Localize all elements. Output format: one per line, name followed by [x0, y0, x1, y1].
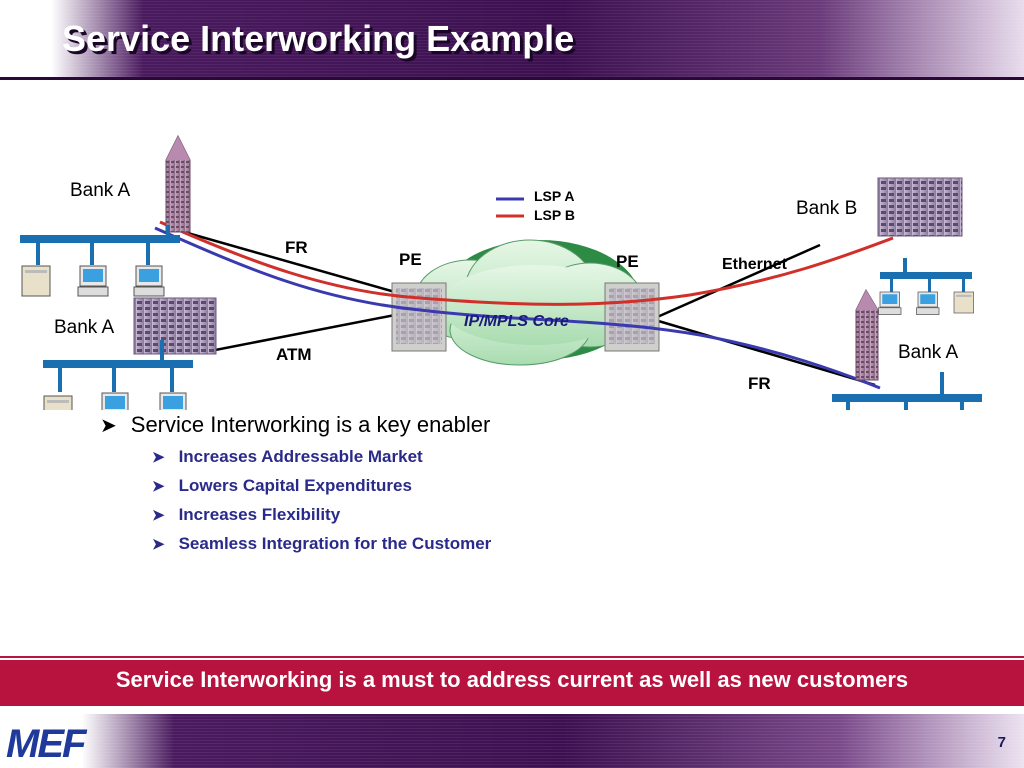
legend-lsp-b-label: LSP B: [534, 207, 575, 223]
site-bank-b: [877, 177, 974, 315]
core-label: IP/MPLS Core: [464, 313, 569, 330]
bullet-main: ➤ Service Interworking is a key enabler: [100, 412, 491, 438]
footer-bar: MEF 7: [0, 714, 1024, 768]
slide-title: Service Interworking Example: [62, 18, 575, 59]
sub-bullet: ➤ Increases Flexibility: [152, 505, 491, 525]
sub-bullet-text: Lowers Capital Expenditures: [178, 476, 412, 495]
page-number: 7: [997, 734, 1006, 751]
access-links: [169, 226, 876, 387]
ip-mpls-core-cloud: [414, 239, 646, 366]
footer-texture: [0, 714, 1024, 768]
sub-bullet-text: Increases Addressable Market: [178, 447, 423, 466]
lsp-a-path: [154, 226, 881, 390]
site-label-bank-a-mid: Bank A: [54, 317, 115, 338]
mef-logo: MEF: [6, 722, 86, 766]
site-label-bank-b: Bank B: [796, 198, 858, 219]
network-diagram: [20, 134, 982, 410]
bullet-list: ➤ Service Interworking is a key enabler …: [100, 412, 491, 554]
site-bank-a-top: [20, 134, 191, 297]
title-bar-texture: [0, 0, 1024, 80]
site-label-bank-a-right: Bank A: [898, 342, 959, 363]
legend-lsp-a-label: LSP A: [534, 188, 575, 204]
sub-bullet: ➤ Increases Addressable Market: [152, 447, 491, 467]
link-label-fr-left: FR: [285, 238, 308, 257]
arrow-bullet-icon: ➤: [152, 507, 165, 524]
link-label-fr-right: FR: [748, 374, 771, 393]
arrow-bullet-icon: ➤: [152, 449, 165, 466]
sub-bullet-text: Seamless Integration for the Customer: [178, 534, 492, 553]
bullet-main-text: Service Interworking is a key enabler: [130, 412, 491, 437]
title-bar: Service Interworking Example: [0, 0, 1024, 80]
site-bank-a-mid: [43, 297, 217, 410]
arrow-bullet-icon: ➤: [100, 414, 117, 437]
sub-bullet: ➤ Seamless Integration for the Customer: [152, 534, 491, 554]
sub-bullet-text: Increases Flexibility: [178, 505, 341, 524]
site-label-bank-a-top: Bank A: [70, 180, 131, 201]
link-label-ethernet: Ethernet: [722, 256, 787, 273]
pe-label-right: PE: [616, 252, 639, 271]
sub-bullet: ➤ Lowers Capital Expenditures: [152, 476, 491, 496]
conclusion-banner: Service Interworking is a must to addres…: [0, 656, 1024, 706]
link-label-atm: ATM: [276, 345, 312, 364]
pe-router-left: [391, 282, 447, 352]
arrow-bullet-icon: ➤: [152, 536, 165, 553]
site-bank-a-right: [832, 288, 982, 410]
lsp-b-path: [159, 220, 894, 306]
pe-router-right: [604, 282, 660, 352]
pe-label-left: PE: [399, 250, 422, 269]
arrow-bullet-icon: ➤: [152, 478, 165, 495]
